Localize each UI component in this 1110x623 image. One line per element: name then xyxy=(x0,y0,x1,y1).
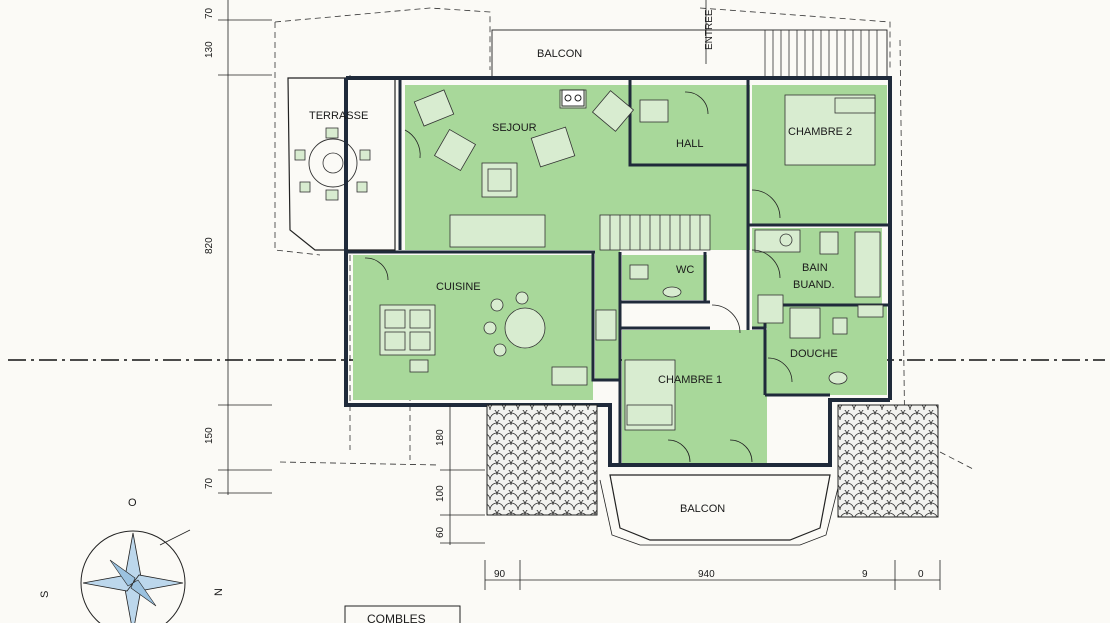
tiled-terraces xyxy=(486,404,939,518)
dim-bottom-9: 9 xyxy=(862,569,868,580)
label-balcon-top: BALCON xyxy=(537,48,582,60)
dimension-lines xyxy=(218,0,941,590)
door-swings xyxy=(364,91,793,463)
dim-inner-180: 180 xyxy=(435,429,446,446)
caption-box xyxy=(344,605,461,623)
label-cuisine: CUISINE xyxy=(436,281,481,293)
dim-left-70-top: 70 xyxy=(204,7,215,19)
terrasse-area xyxy=(287,77,396,251)
label-wc: WC xyxy=(676,264,694,276)
balcon-top xyxy=(491,0,888,79)
dim-left-820: 820 xyxy=(204,237,215,254)
label-sejour: SEJOUR xyxy=(492,122,537,134)
label-douche: DOUCHE xyxy=(790,348,838,360)
label-entree: ENTREE xyxy=(704,9,715,50)
label-balcon-bottom: BALCON xyxy=(680,503,725,515)
label-buand: BUAND. xyxy=(793,279,835,291)
dim-bottom-90: 90 xyxy=(494,569,506,580)
staircase xyxy=(599,214,711,251)
compass-rose xyxy=(80,529,191,623)
dim-bottom-0: 0 xyxy=(918,569,924,580)
label-hall: HALL xyxy=(676,138,704,150)
dim-inner-100: 100 xyxy=(435,485,446,502)
compass-letter-left: S xyxy=(39,591,51,598)
dim-left-150: 150 xyxy=(204,427,215,444)
caption-combles: COMBLES xyxy=(367,612,426,623)
dim-inner-60: 60 xyxy=(435,526,446,538)
dim-left-130: 130 xyxy=(204,41,215,58)
dim-bottom-940: 940 xyxy=(698,569,715,580)
outer-walls xyxy=(344,76,892,467)
label-terrasse: TERRASSE xyxy=(309,110,368,122)
compass-letter-top: O xyxy=(128,497,137,509)
label-chambre-1: CHAMBRE 1 xyxy=(658,374,722,386)
dim-left-70-bottom: 70 xyxy=(204,477,215,489)
balcon-bottom xyxy=(599,474,841,546)
furniture xyxy=(379,89,884,431)
compass-letter-right: N xyxy=(213,588,225,596)
label-chambre-2: CHAMBRE 2 xyxy=(788,126,852,138)
label-bain: BAIN xyxy=(802,262,828,274)
